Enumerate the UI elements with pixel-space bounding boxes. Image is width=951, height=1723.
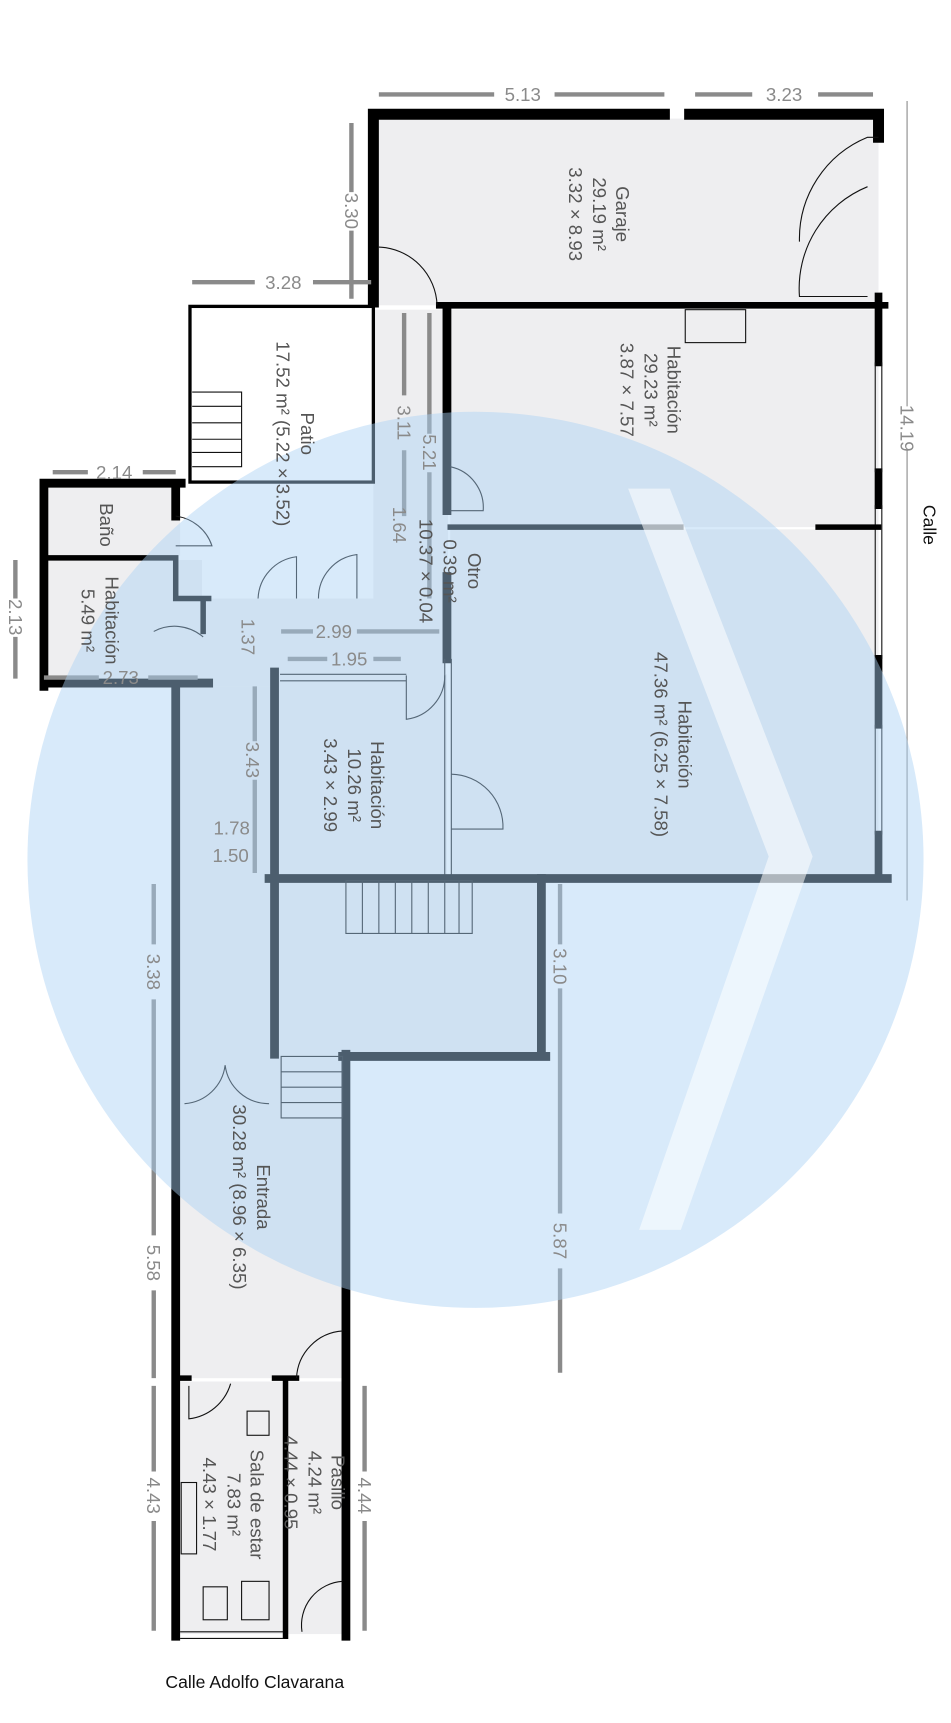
door-hab-b <box>153 625 204 638</box>
room-name: Patio <box>297 413 318 456</box>
dimension-lines <box>13 92 908 1631</box>
walls <box>39 108 892 1641</box>
room-garaje-label: Garaje 29.19 m² 3.32 × 8.93 <box>565 167 633 261</box>
armchair-3 <box>241 1580 270 1621</box>
sala-door <box>188 1383 232 1420</box>
room-name: Entrada <box>253 1164 274 1230</box>
dimension-label: 3.11 <box>394 405 415 440</box>
dimension-label: 3.38 <box>143 954 164 990</box>
room-fills <box>48 118 879 1635</box>
dimension-label: 3.28 <box>265 272 301 293</box>
dimension-label: 3.23 <box>766 84 802 105</box>
stairs-upper <box>345 880 473 934</box>
room-area: 17.52 m² (5.22 × 3.52) <box>273 341 294 526</box>
garage-side-door <box>378 246 438 306</box>
dimension-labels-vertical: 3.30 3.11 5.21 1.64 14.19 2.13 1.37 3.43… <box>5 193 918 1514</box>
dimension-label: 2.13 <box>5 599 26 635</box>
hall-floor <box>175 598 445 687</box>
dimension-label: 1.64 <box>389 507 410 543</box>
bano-floor <box>48 487 181 556</box>
street-label-south: Calle Adolfo Clavarana <box>165 1672 344 1692</box>
dimension-labels-horizontal: 5.13 3.23 3.28 2.14 2.73 2.99 1.95 1.78 … <box>96 84 802 866</box>
dimension-label: 5.13 <box>505 84 541 105</box>
dimension-label: 4.43 <box>143 1478 164 1514</box>
room-bano-label: Baño <box>96 503 117 547</box>
room-name: Garaje <box>612 186 633 242</box>
watermark-arrow <box>628 488 813 1230</box>
dimension-label: 3.30 <box>341 193 362 229</box>
door-hab-c <box>451 773 504 830</box>
room-pasillo-label: Pasillo 4.24 m² 4.44 × 0.95 <box>280 1436 348 1530</box>
room-area: 10.26 m² <box>344 748 365 822</box>
room-name: Habitación <box>101 576 122 664</box>
dimension-label: 4.44 <box>354 1478 375 1514</box>
room-name: Otro <box>464 553 485 589</box>
room-dims: 3.43 × 2.99 <box>320 738 341 832</box>
dimension-label: 2.14 <box>96 462 132 483</box>
corridor-floor <box>373 309 449 601</box>
watermark-logo <box>27 411 924 1308</box>
sala-floor <box>180 1381 284 1635</box>
dimension-label: 1.37 <box>238 619 259 655</box>
room-sala-label: Sala de estar 7.83 m² 4.43 × 1.77 <box>199 1449 267 1559</box>
room-dims: 3.32 × 8.93 <box>565 167 586 261</box>
room-entrada-label: Entrada 30.28 m² (8.96 × 6.35) <box>229 1104 274 1289</box>
door-hall-2 <box>317 553 358 599</box>
stairs-lower <box>280 1055 344 1119</box>
room-otro-label: Otro 0.39 m² 10.37 × 0.04 <box>415 519 484 623</box>
room-dims: 4.43 × 1.77 <box>199 1458 220 1552</box>
door-hab-d <box>405 675 446 720</box>
room-area: 7.83 m² <box>223 1473 244 1536</box>
dimension-label: 2.99 <box>316 621 352 642</box>
dimension-label: 5.87 <box>549 1223 570 1259</box>
room-name: Habitación <box>664 346 685 434</box>
room-name: Baño <box>96 503 117 547</box>
room-area: 4.24 m² <box>305 1451 326 1514</box>
garaje-floor <box>378 118 879 306</box>
room-patio-label: Patio 17.52 m² (5.22 × 3.52) <box>273 341 318 526</box>
dimension-label: 5.58 <box>143 1245 164 1281</box>
room-area: 5.49 m² <box>77 589 98 652</box>
dimension-label: 3.10 <box>549 948 570 984</box>
room-name: Sala de estar <box>246 1449 267 1559</box>
dimension-label: 2.73 <box>103 667 139 688</box>
room-area: 0.39 m² <box>440 539 461 602</box>
room-habitacion-d-label: Habitación 10.26 m² 3.43 × 2.99 <box>320 738 388 832</box>
room-name: Habitación <box>367 741 388 829</box>
entrada-double-door <box>184 1065 270 1105</box>
room-area: 29.19 m² <box>589 177 610 251</box>
room-dims: 3.87 × 7.57 <box>616 343 637 437</box>
room-area: 29.23 m² <box>641 353 662 427</box>
room-habitacion-a-label: Habitación 29.23 m² 3.87 × 7.57 <box>616 343 684 437</box>
armchair-1 <box>246 1410 270 1436</box>
street-label-east: Calle <box>920 505 940 545</box>
room-area: 47.36 m² (6.25 × 7.58) <box>650 652 671 837</box>
dimension-label: 1.95 <box>331 648 367 669</box>
habitacion-c-floor <box>450 529 879 877</box>
room-dims: 10.37 × 0.04 <box>415 519 436 623</box>
room-name: Habitación <box>675 700 696 788</box>
stair-hall-floor <box>276 880 541 1055</box>
room-name: Pasillo <box>328 1455 349 1510</box>
door-bano <box>175 515 213 547</box>
dimension-label: 1.50 <box>212 845 248 866</box>
sofa <box>180 1481 198 1555</box>
dimension-label: 3.43 <box>242 742 263 778</box>
pasillo-door-top <box>295 1330 343 1379</box>
dimension-label: 14.19 <box>896 405 917 452</box>
garage-door <box>798 136 879 298</box>
dimension-label: 1.78 <box>214 818 250 839</box>
doors-and-fixtures <box>153 136 879 1632</box>
cabinet <box>684 309 747 344</box>
door-hall-1 <box>257 556 298 599</box>
patio-stairs <box>192 391 243 468</box>
armchair-2 <box>202 1586 228 1621</box>
room-dims: 4.44 × 0.95 <box>280 1436 301 1530</box>
pasillo-door-bottom <box>300 1580 343 1632</box>
door-otro <box>450 466 484 512</box>
room-habitacion-c-label: Habitación 47.36 m² (6.25 × 7.58) <box>650 652 695 837</box>
room-area: 30.28 m² (8.96 × 6.35) <box>229 1104 250 1289</box>
dimension-label: 5.21 <box>419 434 440 470</box>
room-habitacion-b-label: Habitación 5.49 m² <box>77 576 122 664</box>
